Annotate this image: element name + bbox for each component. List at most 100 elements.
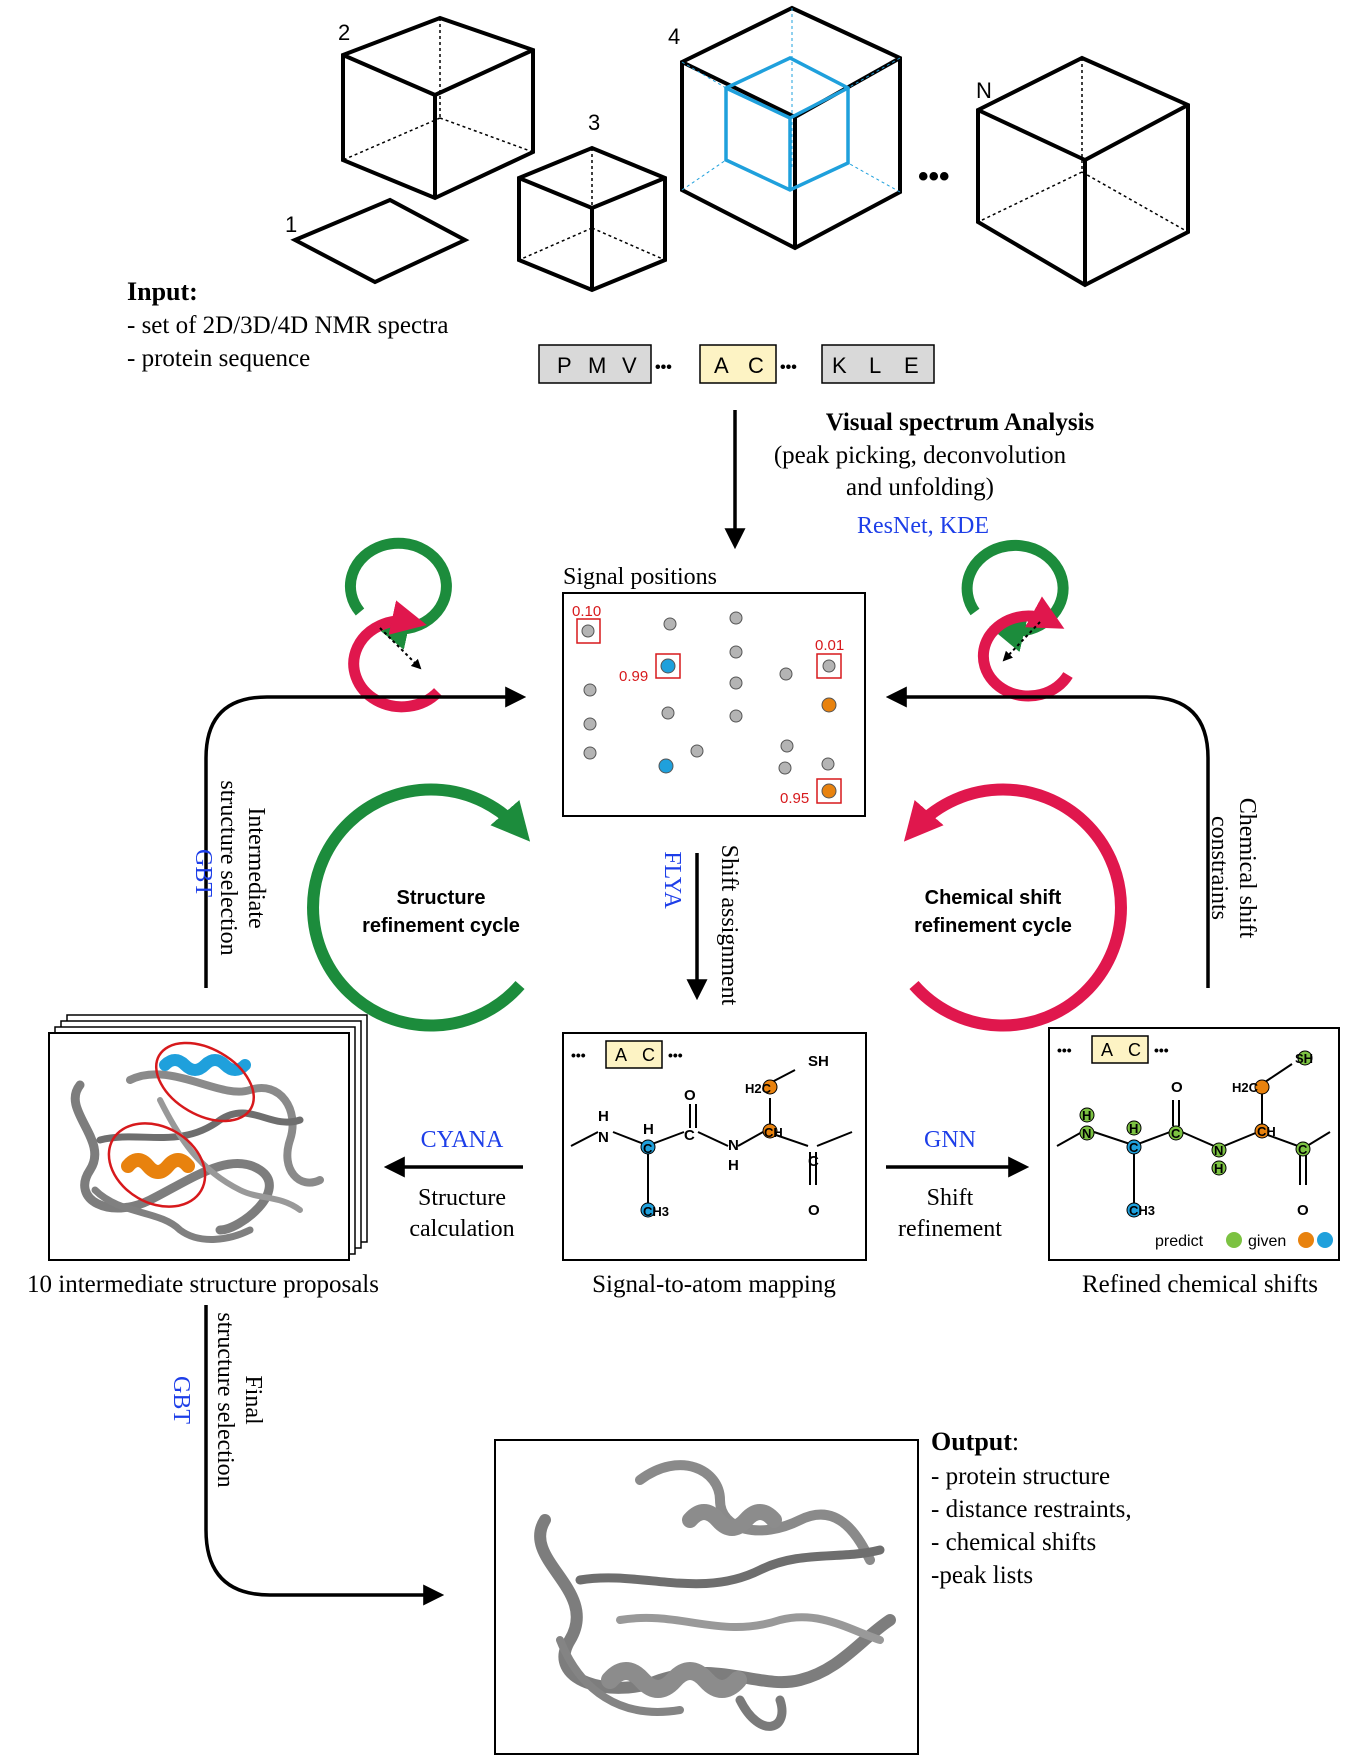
visual-analysis-line3: and unfolding) (846, 474, 994, 501)
svg-text:O: O (1171, 1079, 1183, 1096)
output-item-structure: - protein structure (931, 1463, 1110, 1490)
atom-ca-ala-given (1126, 1139, 1142, 1155)
svg-text:C: C (642, 1045, 655, 1065)
mapping-molecule (570, 1069, 853, 1210)
structure-cycle-label-2: refinement cycle (362, 915, 520, 937)
peak-orange (821, 783, 837, 799)
peak-score-2: 0.99 (619, 668, 648, 685)
svg-text:N: N (1082, 1126, 1091, 1141)
structure-refinement-cycle: Structure refinement cycle (307, 783, 531, 1032)
peak-score-4: 0.95 (780, 790, 809, 807)
small-red-cycle-icon (348, 600, 442, 713)
residue-a: A (714, 353, 729, 378)
atom-cb-cys-given (1254, 1079, 1270, 1095)
svg-text:H: H (1129, 1121, 1138, 1136)
svg-text:SH: SH (1295, 1051, 1313, 1066)
output-item-shifts: - chemical shifts (931, 1529, 1096, 1556)
peak (729, 611, 743, 625)
final-path-label-1: Final (240, 1375, 266, 1425)
right-path-label-1: Chemical shift (1234, 798, 1260, 939)
svg-text:C: C (1298, 1142, 1308, 1157)
spectrum-n-label: N (976, 78, 992, 103)
left-path-label-group: Intermediate structure selection (215, 780, 269, 955)
peak (581, 624, 595, 638)
peak-score-boxes (576, 618, 842, 804)
svg-text:O: O (684, 1087, 696, 1104)
peak (779, 667, 793, 681)
legend-predict: predict (1155, 1233, 1204, 1250)
legend-given: given (1248, 1233, 1286, 1250)
protein-ribbon-final (534, 1460, 896, 1731)
output-colon: : (1012, 1427, 1019, 1456)
atom-ha-ala-predicted (1126, 1120, 1142, 1136)
atom-ca-cys-given (1254, 1123, 1270, 1139)
mapping-atoms: H N H C C O N H CH3 CH H2C SH C O (598, 1053, 829, 1219)
atom-cb-ala (640, 1202, 656, 1218)
protein-sequence: P M V ••• A C ••• K L E (538, 344, 935, 384)
spectrum-3-cube (517, 145, 667, 293)
peak (583, 683, 597, 697)
svg-text:•••: ••• (1154, 1042, 1169, 1058)
peak-score-3: 0.01 (815, 637, 844, 654)
svg-text:H2C: H2C (745, 1081, 772, 1096)
legend-given-swatch-orange (1298, 1232, 1314, 1248)
svg-text:H2C: H2C (1232, 1080, 1259, 1095)
peak (822, 659, 836, 673)
spectra-ellipsis: ••• (918, 160, 950, 193)
svg-text:CH: CH (1257, 1124, 1276, 1139)
small-cycles-left (344, 537, 452, 713)
svg-text:CH: CH (764, 1125, 783, 1140)
atom-c-ala-predicted (1168, 1125, 1184, 1141)
input-item-spectra: - set of 2D/3D/4D NMR spectra (127, 312, 448, 339)
atom-ca-cys (762, 1123, 778, 1139)
refined-legend: predict given (1155, 1232, 1333, 1250)
refined-atoms: H N H C C O N H CH3 CH H2C SH C O (1079, 1050, 1313, 1219)
svg-text:O: O (1297, 1202, 1309, 1219)
spectrum-4-cube (680, 5, 902, 251)
final-path-label-group: Final structure selection (212, 1312, 266, 1487)
legend-predict-swatch (1226, 1232, 1242, 1248)
peak (778, 761, 792, 775)
svg-text:SH: SH (808, 1053, 829, 1070)
final-structure-panel (494, 1439, 919, 1755)
spectrum-3-label: 3 (588, 110, 600, 135)
structure-calc-method: CYANA (421, 1127, 504, 1153)
caption-refined: Refined chemical shifts (1082, 1271, 1318, 1298)
intermediate-selection-arrow (204, 686, 527, 988)
peak (729, 645, 743, 659)
visual-analysis-line2: (peak picking, deconvolution (774, 442, 1067, 469)
input-item-sequence: - protein sequence (127, 345, 310, 372)
left-path-method-group: GBT (190, 849, 216, 897)
left-path-label-1: Intermediate (243, 807, 269, 928)
atom-ca-ala (640, 1139, 656, 1155)
svg-text:O: O (808, 1202, 820, 1219)
final-selection-arrow (204, 1305, 445, 1606)
svg-text:CH3: CH3 (643, 1204, 669, 1219)
input-title: Input: (127, 277, 198, 306)
svg-text:H: H (1214, 1161, 1223, 1176)
spectrum-2-label: 2 (338, 20, 350, 45)
protein-ribbon-intermediate (70, 1041, 324, 1243)
svg-text:A: A (615, 1045, 627, 1065)
residue-k: K (832, 353, 847, 378)
atom-h-ala-predicted (1079, 1107, 1095, 1123)
residue-e: E (904, 353, 919, 378)
final-path-method: GBT (168, 1376, 194, 1424)
right-path-label-2: constraints (1206, 816, 1232, 920)
shift-assignment-label-group: Shift assignment (716, 845, 742, 1006)
svg-text:•••: ••• (668, 1047, 683, 1063)
shift-assignment-method-group: FLYA (659, 851, 685, 909)
residue-c: C (748, 353, 764, 378)
peak-orange (821, 697, 837, 713)
peak (780, 739, 794, 753)
refined-residue-header: ••• A C ••• (1057, 1035, 1169, 1064)
peak (729, 709, 743, 723)
svg-text:H: H (1082, 1108, 1091, 1123)
svg-text:•••: ••• (571, 1047, 586, 1063)
residue-m: M (588, 353, 606, 378)
structure-calc-label-1: Structure (418, 1185, 506, 1211)
caption-mapping: Signal-to-atom mapping (592, 1271, 836, 1298)
caption-proposals: 10 intermediate structure proposals (27, 1271, 379, 1298)
atom-cb-cys (762, 1079, 778, 1095)
left-path-label-2: structure selection (215, 780, 241, 955)
